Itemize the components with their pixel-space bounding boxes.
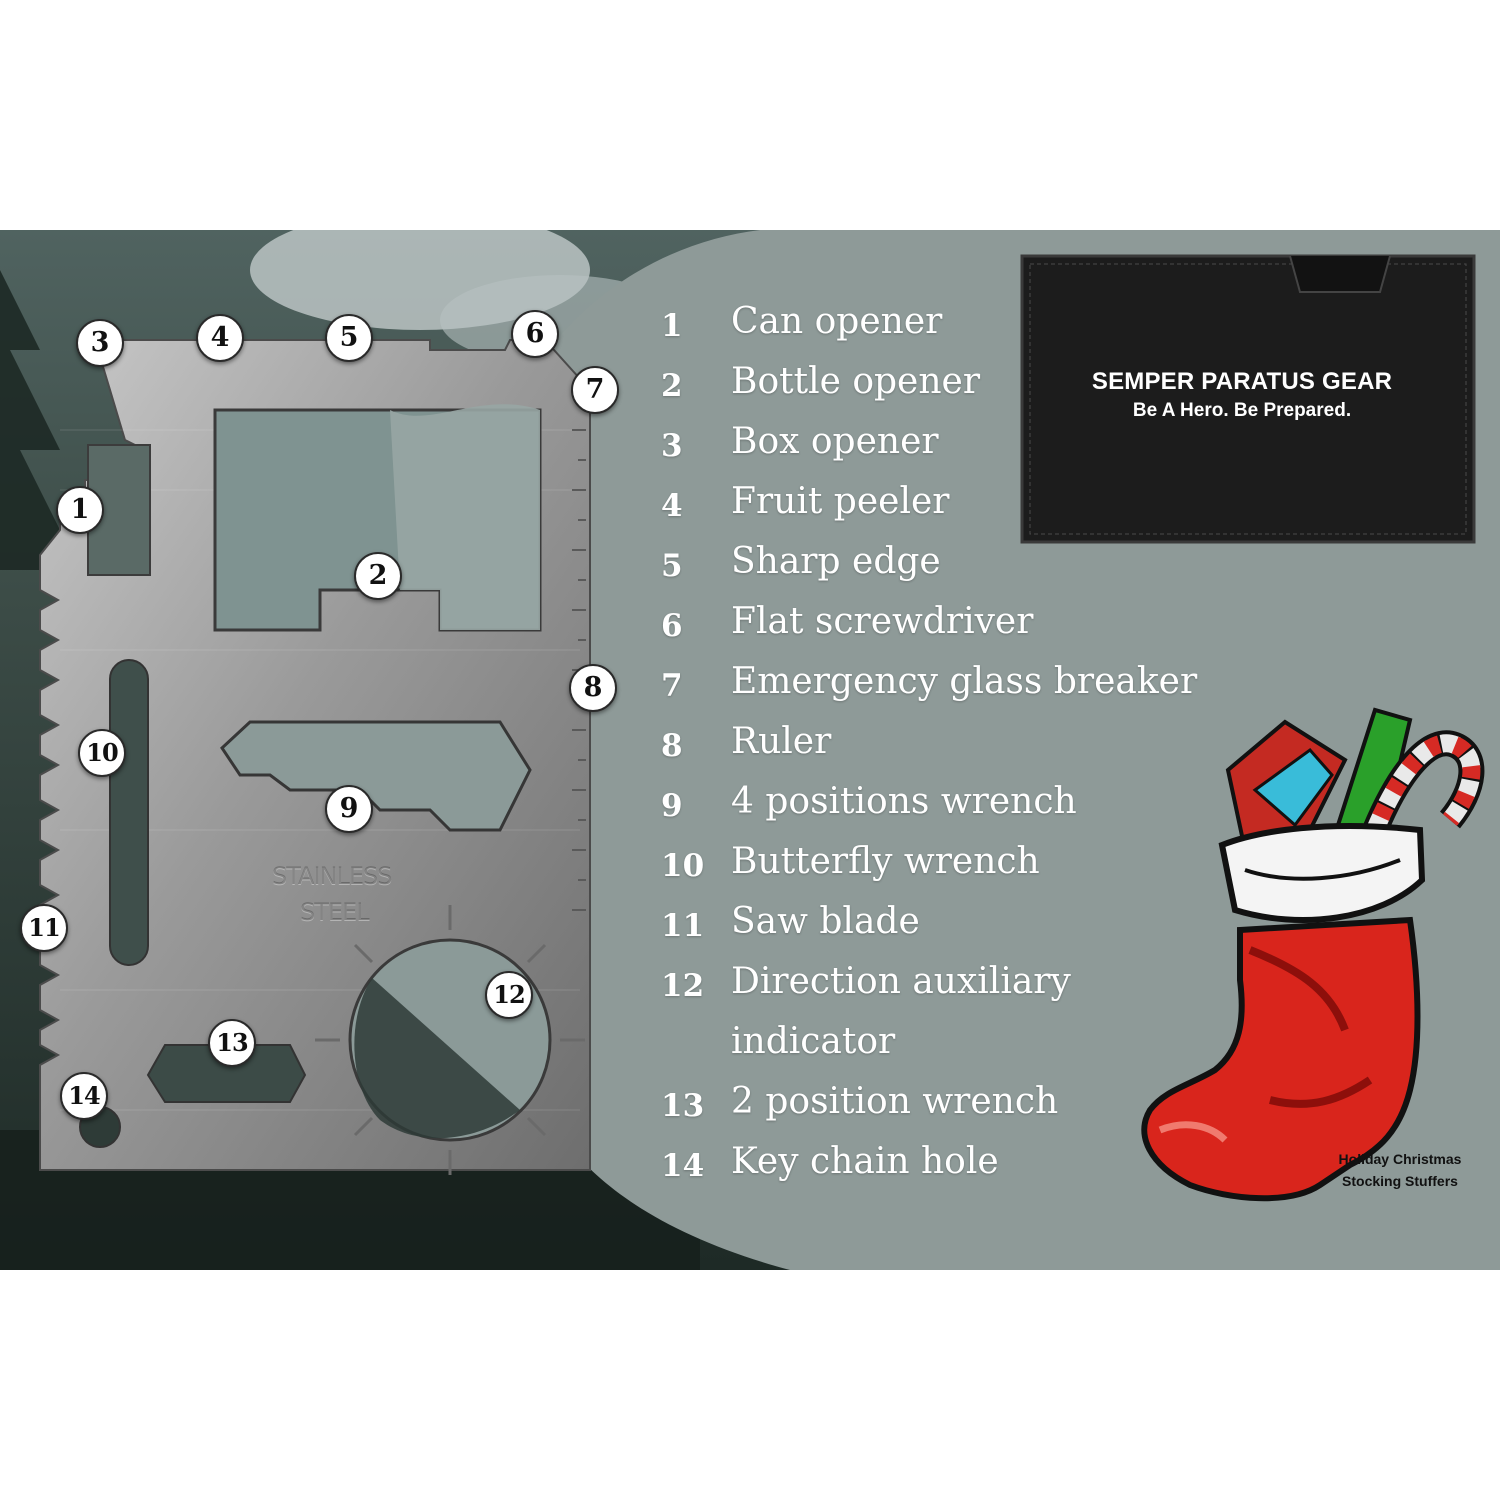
product-infographic: STAINLESS STEEL 1 2 3 4 5 6 7 8 9 10 11 … xyxy=(0,230,1500,1270)
infographic-artwork xyxy=(0,230,1500,1270)
callout-5: 5 xyxy=(325,314,373,362)
legend-label: Butterfly wrench xyxy=(731,841,1040,882)
callout-9: 9 xyxy=(325,785,373,833)
callout-2: 2 xyxy=(354,552,402,600)
legend-number: 14 xyxy=(661,1148,705,1184)
legend-number: 11 xyxy=(661,908,705,944)
legend-label: Box opener xyxy=(731,421,939,462)
legend-number: 9 xyxy=(661,788,683,824)
legend-label: 4 positions wrench xyxy=(731,781,1077,822)
legend-number: 12 xyxy=(661,968,705,1004)
callout-13: 13 xyxy=(208,1019,256,1067)
callout-14: 14 xyxy=(60,1072,108,1120)
callout-4: 4 xyxy=(196,314,244,362)
legend-label: 2 position wrench xyxy=(731,1081,1059,1122)
legend-label: Ruler xyxy=(731,721,832,762)
legend-label: Bottle opener xyxy=(731,361,981,402)
legend-label: Emergency glass breaker xyxy=(731,661,1198,702)
legend-label: Saw blade xyxy=(731,901,920,942)
stocking-caption: Holiday Christmas Stocking Stuffers xyxy=(1320,1148,1480,1192)
callout-3: 3 xyxy=(76,319,124,367)
brand-name: SEMPER PARATUS GEAR xyxy=(1091,368,1393,395)
card-engraving-line2: STEEL xyxy=(300,898,370,926)
legend-number: 3 xyxy=(661,428,683,464)
callout-7: 7 xyxy=(571,366,619,414)
callout-6: 6 xyxy=(511,310,559,358)
christmas-stocking xyxy=(1141,707,1485,1202)
leather-pouch xyxy=(1020,254,1476,544)
legend-number: 13 xyxy=(661,1088,705,1124)
legend-label: Flat screwdriver xyxy=(731,601,1034,642)
legend-label: Key chain hole xyxy=(731,1141,999,1182)
legend-number: 5 xyxy=(661,548,683,584)
legend-label: Fruit peeler xyxy=(731,481,950,522)
legend-number: 4 xyxy=(661,488,683,524)
callout-11: 11 xyxy=(20,904,68,952)
stocking-caption-line1: Holiday Christmas xyxy=(1338,1151,1462,1167)
legend-number: 1 xyxy=(661,308,683,344)
legend-number: 8 xyxy=(661,728,683,764)
callout-12: 12 xyxy=(485,971,533,1019)
legend-label: Can opener xyxy=(731,301,943,342)
stocking-caption-line2: Stocking Stuffers xyxy=(1342,1173,1458,1189)
card-engraving-line1: STAINLESS xyxy=(272,862,392,890)
legend-number: 7 xyxy=(661,668,683,704)
brand-tagline: Be A Hero. Be Prepared. xyxy=(1132,400,1352,421)
callout-1: 1 xyxy=(56,486,104,534)
legend-number: 10 xyxy=(661,848,705,884)
legend-number: 2 xyxy=(661,368,683,404)
legend-number: 6 xyxy=(661,608,683,644)
callout-8: 8 xyxy=(569,664,617,712)
callout-10: 10 xyxy=(78,729,126,777)
legend-label: Direction auxiliary indicator xyxy=(731,961,1071,1062)
legend-label: Sharp edge xyxy=(731,541,941,582)
